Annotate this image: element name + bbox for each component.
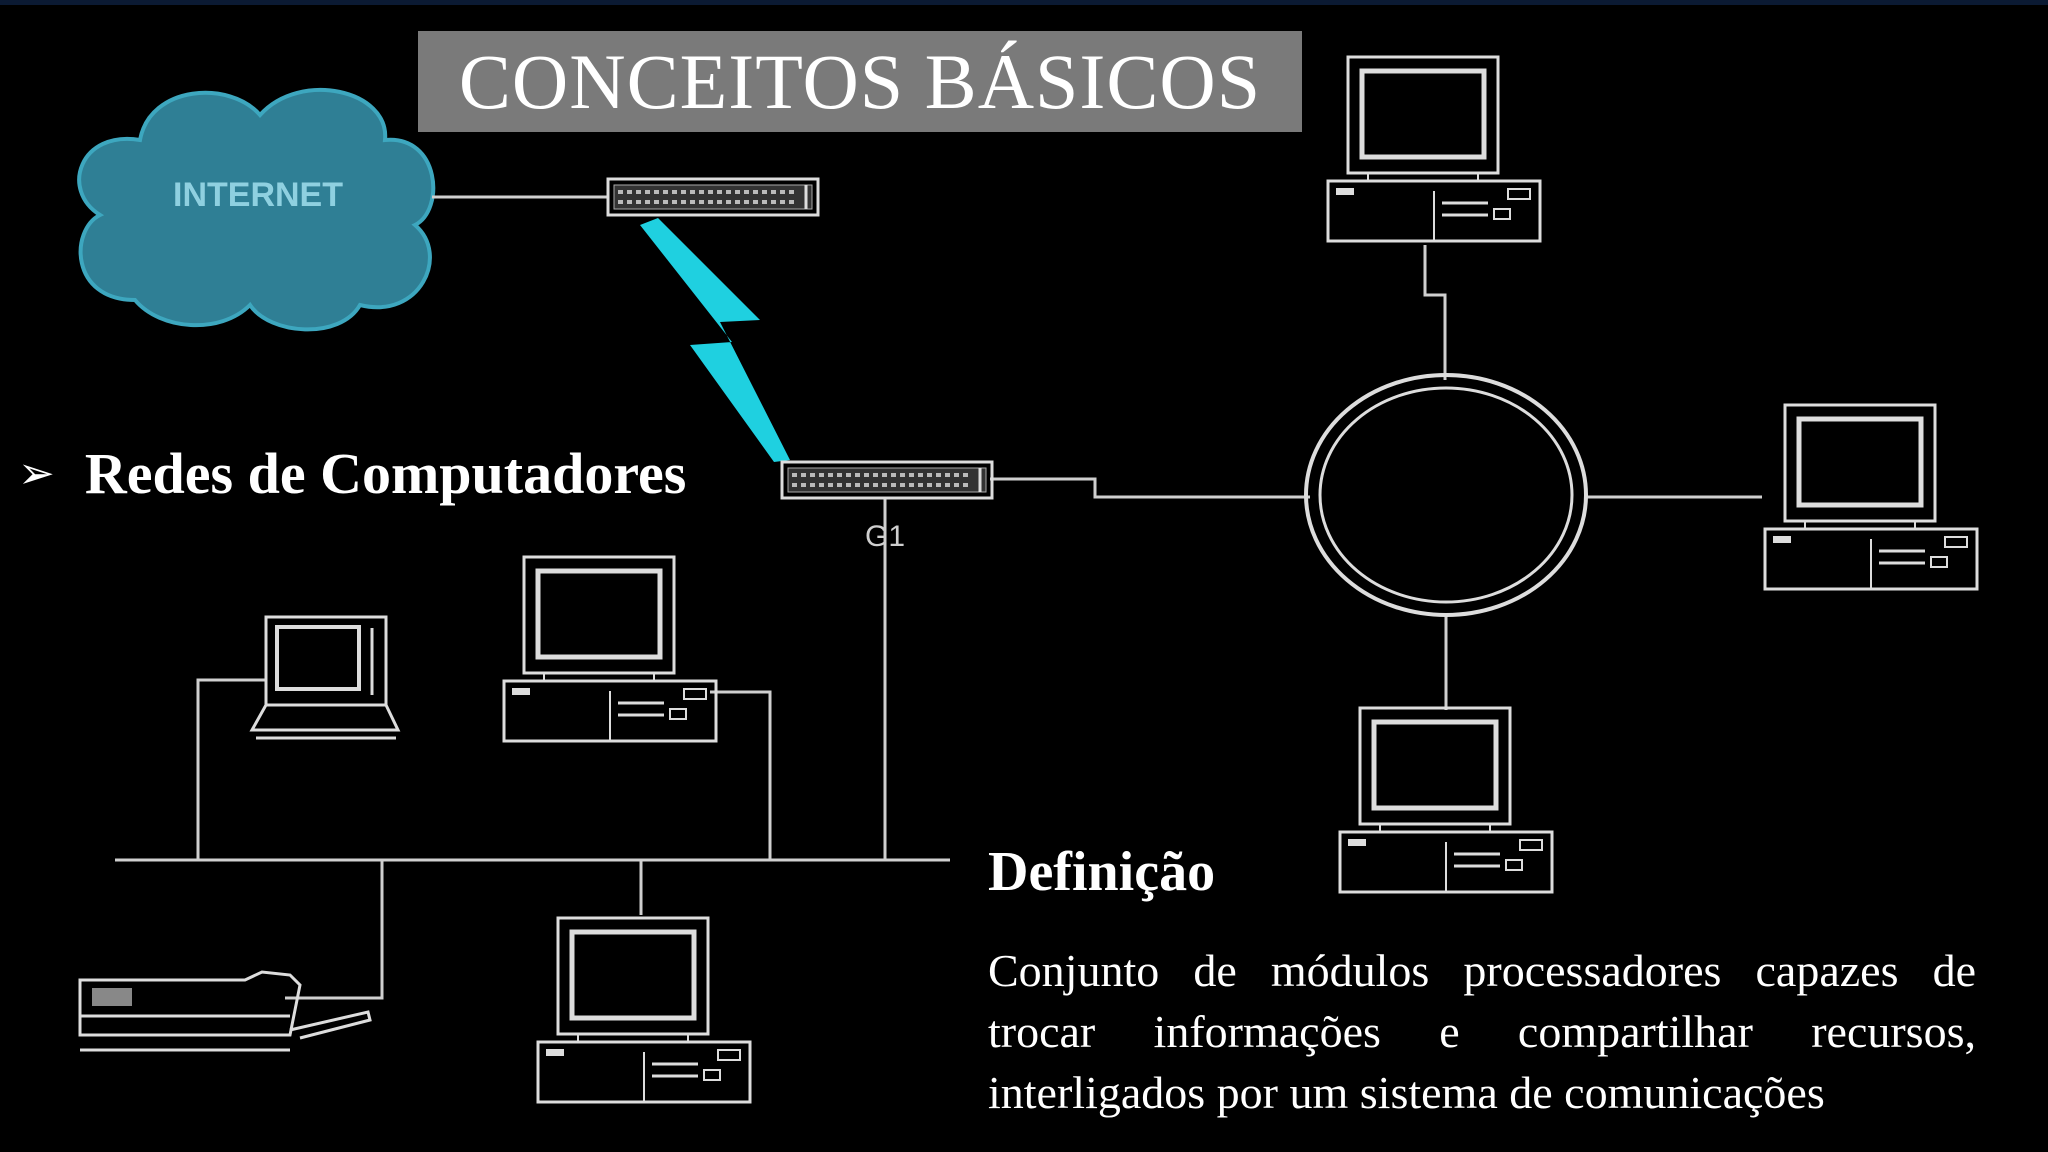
bullet-item: ➢ Redes de Computadores [18,440,686,507]
internet-cloud: INTERNET [77,87,436,332]
desktop-computer-icon [1340,708,1552,892]
router-g1-icon [780,460,994,500]
laptop-icon [249,615,401,740]
router-g1-label: G1 [865,520,905,553]
ring-network-icon [1304,373,1588,617]
desktop-computer-icon [504,557,716,741]
desktop-computer-icon [1765,405,1977,589]
top-accent-bar [0,0,2048,5]
slide-title: CONCEITOS BÁSICOS [458,37,1262,125]
printer-icon [78,970,372,1052]
switch-icon [606,177,820,217]
arrow-bullet-icon: ➢ [18,448,55,499]
definition-body: Conjunto de módulos processadores capaze… [988,945,1976,1118]
network-cables [115,195,1762,1000]
desktop-computer-icon [1328,57,1540,241]
definition-heading: Definição [988,841,1216,903]
bullet-text: Redes de Computadores [84,441,687,506]
title-banner: CONCEITOS BÁSICOS [418,31,1302,132]
desktop-computer-icon [538,918,750,1102]
internet-label: INTERNET [173,176,343,214]
wireless-link-icon [640,218,790,462]
